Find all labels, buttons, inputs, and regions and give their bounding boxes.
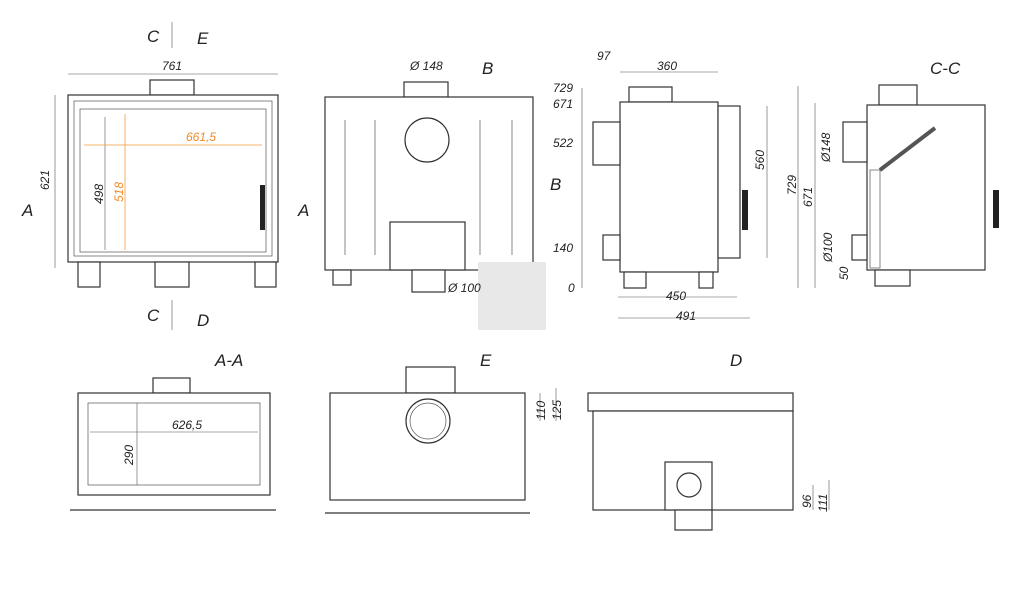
section-c-bottom-label: C xyxy=(147,306,160,325)
dim-inner-height-518: 518 xyxy=(112,182,126,202)
height-729: 729 xyxy=(553,81,573,95)
section-cc: C-C 729 671 Ø148 Ø100 50 xyxy=(785,59,999,288)
height-671: 671 xyxy=(553,97,573,111)
section-cc-title: C-C xyxy=(930,59,961,78)
flue-bottom-diameter: Ø 100 xyxy=(447,281,481,295)
view-b-title: B xyxy=(482,59,493,78)
section-d-label: D xyxy=(197,311,209,330)
section-c-top-label: C xyxy=(147,27,160,46)
dim-360: 360 xyxy=(657,59,677,73)
view-b: Ø 148 B Ø 100 xyxy=(324,59,546,330)
flue-100-diameter: Ø100 xyxy=(821,232,835,263)
dim-626-5: 626,5 xyxy=(172,418,202,432)
dim-290: 290 xyxy=(122,445,136,466)
height-729: 729 xyxy=(785,175,799,195)
flue-top-diameter: Ø 148 xyxy=(409,59,443,73)
section-e-label: E xyxy=(197,29,209,48)
dim-110: 110 xyxy=(534,401,548,420)
dim-491: 491 xyxy=(676,309,696,323)
side-view: 97 360 729 671 522 B 140 0 450 491 560 xyxy=(550,49,768,323)
dim-450: 450 xyxy=(666,289,686,303)
height-560: 560 xyxy=(753,150,767,170)
height-522: 522 xyxy=(553,136,573,150)
height-671: 671 xyxy=(801,187,815,207)
dim-97: 97 xyxy=(597,49,612,63)
arrow-b-label: B xyxy=(550,175,561,194)
view-e-title: E xyxy=(480,351,492,370)
height-140: 140 xyxy=(553,241,573,255)
dim-96: 96 xyxy=(800,494,814,508)
flue-148-diameter: Ø148 xyxy=(819,132,833,163)
dim-111: 111 xyxy=(816,494,830,512)
dim-125: 125 xyxy=(550,400,564,420)
section-a-left-label: A xyxy=(21,201,33,220)
dim-height: 621 xyxy=(38,170,52,190)
height-0: 0 xyxy=(568,281,575,295)
dim-inner-width: 661,5 xyxy=(186,130,216,144)
height-50: 50 xyxy=(837,266,851,280)
dim-inner-height-498: 498 xyxy=(92,184,106,204)
view-d: D 96 111 xyxy=(587,351,830,531)
view-d-title: D xyxy=(730,351,742,370)
dim-width: 761 xyxy=(162,59,182,73)
section-aa-title: A-A xyxy=(214,351,243,370)
front-view: C E 761 661,5 621 498 518 A A C D xyxy=(21,22,309,330)
view-e: E 110 125 xyxy=(325,351,564,514)
section-a-right-label: A xyxy=(297,201,309,220)
section-aa: A-A 626,5 290 xyxy=(70,351,276,511)
